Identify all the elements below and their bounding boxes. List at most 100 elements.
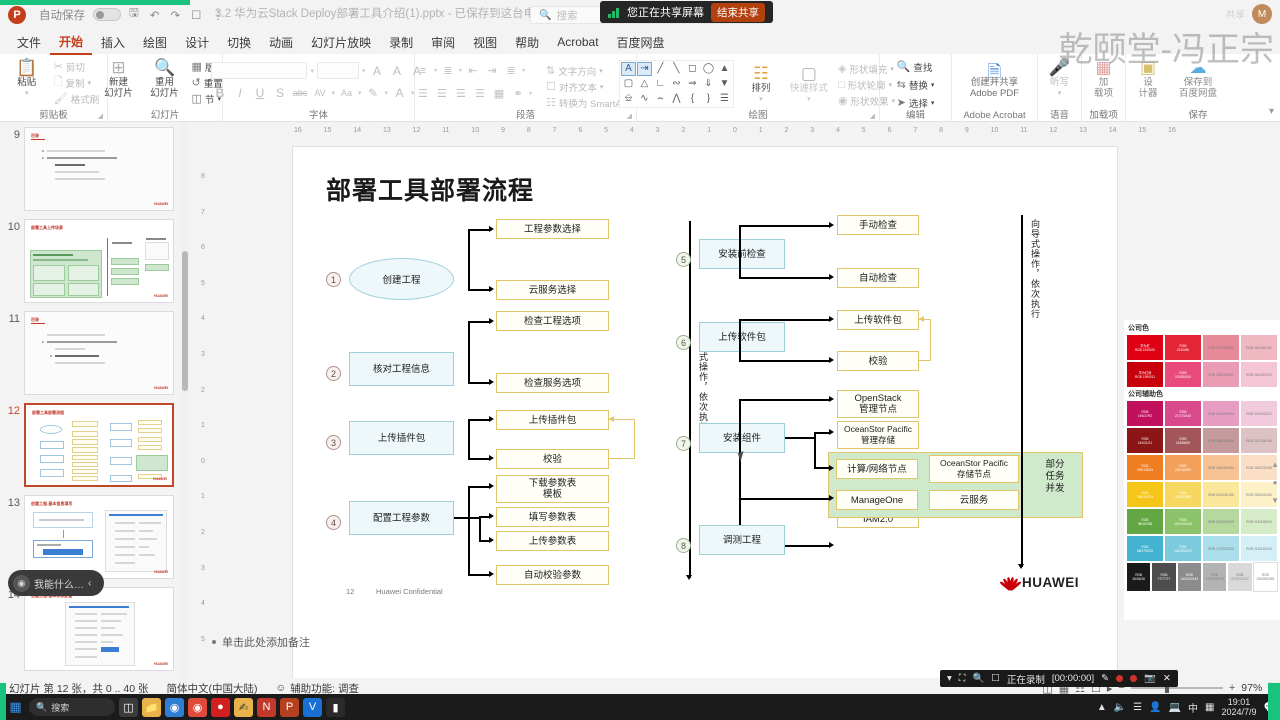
step-shape-4[interactable]: 配置工程参数 [349,501,454,535]
thumbnail-slide-10[interactable]: 部署工具上传场景 HUAWEI [24,219,174,303]
output-box-5-1[interactable]: 手动检查 [837,215,919,235]
chevron-down-icon[interactable]: ▾ [433,68,437,74]
tab-home[interactable]: 开始 [50,30,93,55]
designer-button[interactable]: ▣ 设 计器 [1131,57,1165,100]
underline-button[interactable]: U [255,85,265,100]
collapse-ribbon-icon[interactable]: ▾ [1268,106,1274,117]
output-box-1-1[interactable]: 工程参数选择 [496,219,609,239]
pin-icon[interactable]: ● [1272,478,1278,487]
thumbnail-scrollbar[interactable] [181,123,189,683]
list-item[interactable]: 12 部署工具部署流程 [0,399,190,491]
record-button[interactable] [1116,675,1124,682]
tab-help[interactable]: 帮助 [515,35,540,50]
vscode-icon[interactable]: V [303,697,322,717]
font-size-input[interactable] [317,62,359,79]
output-box-4-1[interactable]: 下载参数表模板 [496,475,609,503]
tab-design[interactable]: 设计 [185,35,210,50]
output-box-1-2[interactable]: 云服务选择 [496,280,609,300]
output-box-3-1[interactable]: 上传插件包 [496,410,609,430]
parallel-item-cloudservice[interactable]: 云服务 [929,490,1019,510]
step-shape-7[interactable]: 安装组件 [699,423,785,453]
task-view-icon[interactable]: ◫ [119,697,138,717]
language-indicator[interactable]: 简体中文(中国大陆) [166,682,258,695]
customize-qat-icon[interactable]: ⋮ [212,9,224,22]
edge-icon[interactable]: ◉ [165,697,184,717]
redo-icon[interactable]: ↷ [170,9,181,22]
network-icon[interactable]: 💻 [1168,701,1182,713]
list-item[interactable]: 10 部署工具上传场景 HUAWEI [0,215,190,307]
chevron-down-icon[interactable]: ▾ [217,95,221,103]
output-box-6-1[interactable]: 上传软件包 [837,310,919,330]
slideshow-icon[interactable]: ▸ [1106,682,1113,695]
shape-outline-button[interactable]: □ 形状轮廓 ▾ [836,77,897,92]
chevron-down-icon[interactable]: ▾ [24,90,29,97]
color-swatch[interactable]: RGB 212/240/246 [1240,535,1278,562]
color-swatch[interactable]: RGB 181/216/159 [1202,508,1240,535]
thumbnail-slide-14[interactable]: 创建工程-基本参数配置 HUAWEI [24,587,174,671]
output-box-4-4[interactable]: 自动校验参数 [496,565,609,585]
select-button[interactable]: ➤ 选择 ▾ [895,95,937,110]
chevron-down-icon[interactable]: ▾ [411,89,415,97]
chevron-down-icon[interactable]: ▾ [947,673,952,684]
shape-brace-left-icon[interactable]: { [690,93,695,104]
close-icon[interactable]: ✕ [1162,673,1171,684]
wifi-icon[interactable]: ☰ [1133,701,1143,713]
chevron-left-icon[interactable]: ‹ [88,577,92,589]
step-shape-2[interactable]: 核对工程信息 [349,352,454,386]
shape-wave-icon[interactable]: ⋀ [672,93,681,104]
slide-thumbnail-pane[interactable]: 9 目录 HUAWEI 10 部署工具上传场景 [0,123,190,683]
shape-line2-icon[interactable]: ╲ [673,63,680,74]
shape-roundrect-icon[interactable]: ▢ [623,78,634,89]
text-direction-button[interactable]: ⇅ 文字方向 ▾ [544,63,636,78]
decrease-indent-button[interactable]: ⇤ [468,65,478,77]
end-share-button[interactable]: 结束共享 [711,2,765,22]
output-box-6-2[interactable]: 校验 [837,351,919,371]
slide-counter[interactable]: 幻灯片 第 12 张，共 0 .. 40 张 [9,682,149,695]
shape-line-icon[interactable]: ╱ [657,63,664,74]
shape-rect-icon[interactable]: ◻ [688,63,697,74]
find-button[interactable]: 🔍 查找 [895,59,937,74]
font-color-button[interactable]: A [395,85,404,100]
italic-button[interactable]: I [238,85,242,100]
clear-formatting-button[interactable]: A [413,63,422,78]
chevron-down-icon[interactable]: ▾ [930,81,935,89]
chrome-icon[interactable]: ◉ [188,697,207,717]
parallel-item-manageone[interactable]: ManageOne [836,490,918,510]
accessibility-status[interactable]: ☺ 辅助功能: 调查 [266,681,368,696]
align-text-button[interactable]: ☐ 对齐文本 ▾ [544,79,636,94]
color-swatch[interactable]: RGB 246/194/150 [1202,454,1240,481]
zoom-level[interactable]: 97% [1241,682,1263,694]
chevron-down-icon[interactable]: ▾ [888,81,893,89]
shape-arc-icon[interactable]: ⌢ [657,93,664,104]
shape-elbow-icon[interactable]: ∟ [655,78,666,89]
user-icon[interactable]: 👤 [1149,701,1162,713]
clock[interactable]: 19:01 2024/7/9 [1222,697,1257,717]
chevron-down-icon[interactable]: ▾ [528,91,532,97]
chevron-down-icon[interactable]: ▾ [807,95,811,103]
undo-icon[interactable]: ↶ [149,9,160,22]
start-presentation-icon[interactable]: ☐ [191,9,202,22]
tab-insert[interactable]: 插入 [101,35,126,50]
chevron-down-icon[interactable]: ▾ [759,95,763,103]
strikethrough-button[interactable]: abc [292,87,308,98]
thumbnail-slide-12-selected[interactable]: 部署工具部署流程 [24,403,174,487]
zoom-out-button[interactable]: − [1118,682,1125,694]
shape-freeform-icon[interactable]: ∿ [640,93,649,104]
color-swatch[interactable]: RGB 214/235/200 [1240,508,1278,535]
character-spacing-button[interactable]: AV [314,87,326,98]
